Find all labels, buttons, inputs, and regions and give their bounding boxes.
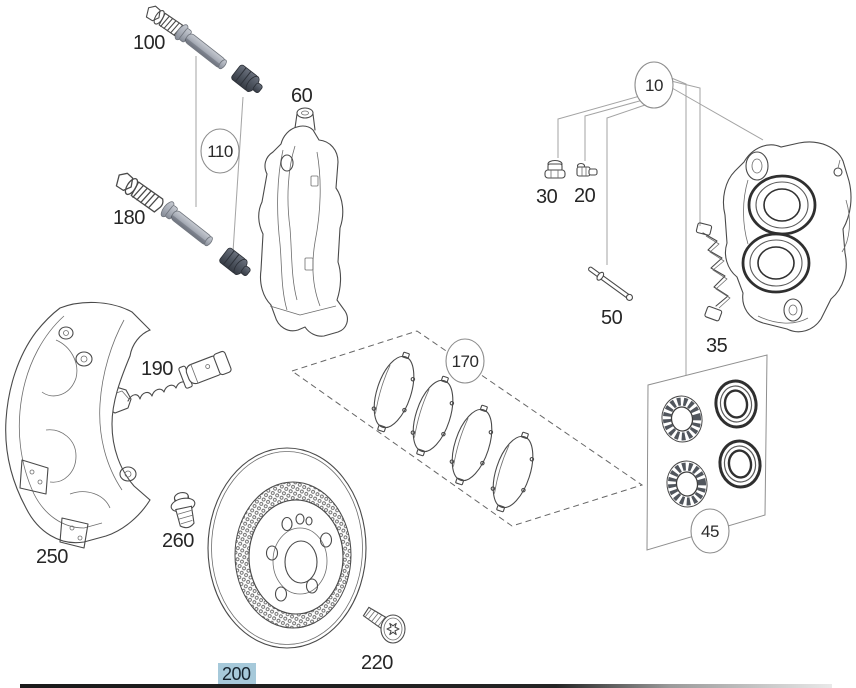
part-35-spring-clip: [695, 222, 731, 322]
part-110-guide-pin-upper: [172, 22, 231, 74]
label-60[interactable]: 60: [291, 85, 313, 107]
label-250[interactable]: 250: [36, 546, 69, 568]
part-260-bolt: [170, 491, 196, 529]
part-35-brake-caliper: [722, 141, 852, 333]
leader-lines-110: [195, 56, 244, 253]
label-35[interactable]: 35: [706, 335, 728, 357]
callout-170[interactable]: 170: [445, 338, 485, 384]
part-250-splash-shield: [5, 301, 151, 549]
label-20[interactable]: 20: [574, 185, 596, 207]
label-30[interactable]: 30: [536, 186, 558, 208]
part-60-caliper-bracket: [258, 107, 348, 337]
part-50-pin: [588, 266, 634, 301]
label-100[interactable]: 100: [133, 32, 166, 54]
part-30-cap: [544, 159, 566, 179]
leader-lines-10: [557, 76, 764, 375]
callout-10-label[interactable]: 10: [645, 76, 663, 95]
label-190[interactable]: 190: [141, 358, 174, 380]
part-110-boot-lower: [217, 246, 255, 281]
callout-110[interactable]: 110: [200, 128, 240, 174]
bottom-edge-bar: [20, 684, 832, 688]
label-50[interactable]: 50: [601, 307, 623, 329]
label-220[interactable]: 220: [361, 652, 394, 674]
part-110-boot-upper: [229, 63, 267, 98]
part-45-seal-kit: [646, 354, 768, 551]
label-260[interactable]: 260: [162, 530, 195, 552]
callout-170-label[interactable]: 170: [452, 352, 479, 371]
part-170-brake-pads: [290, 330, 644, 527]
part-110-guide-pin-lower: [158, 199, 217, 251]
label-200-highlight[interactable]: [218, 663, 256, 684]
part-220-disc-screw: [362, 606, 406, 644]
part-20-bleeder-valve: [576, 162, 598, 177]
label-200[interactable]: 200: [222, 664, 252, 684]
part-200-brake-disc: [207, 447, 367, 649]
callout-45[interactable]: 45: [690, 508, 730, 554]
callout-10[interactable]: 10: [634, 61, 674, 109]
callout-110-label[interactable]: 110: [207, 142, 233, 161]
label-200-selected[interactable]: 200: [218, 663, 256, 684]
callout-45-label[interactable]: 45: [701, 522, 719, 541]
label-180[interactable]: 180: [113, 207, 146, 229]
